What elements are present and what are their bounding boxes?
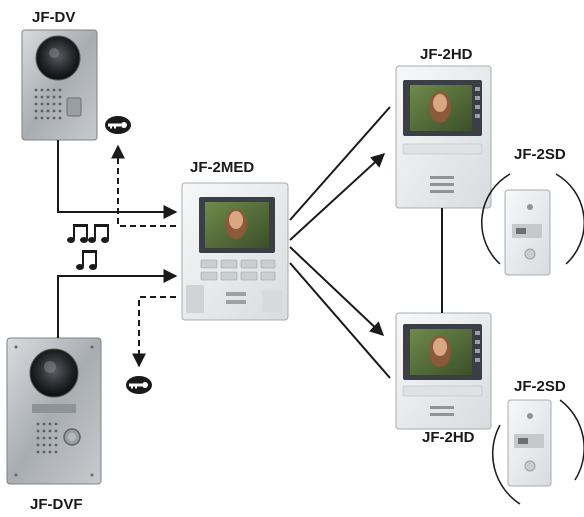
swing-arc [491,424,521,505]
control-buttons [200,259,276,281]
arrow-master-to-sub-top-2 [289,153,386,241]
swing-arc [555,173,584,265]
key-icon [105,116,131,134]
speaker-jf-2sd-top [481,173,584,276]
arrow-master-to-sub-top-1 [289,106,391,221]
swing-arc [481,173,511,265]
speaker-jf-2sd-bottom [491,399,584,505]
sub-station-jf-2hd-top [395,65,492,209]
music-note-icon [76,250,97,270]
dashed-arrow-to-key-bottom [132,296,176,368]
camera-lens-icon [29,348,79,398]
label-sub-station-top: JF-2HD [420,46,473,63]
arrow-door-bottom-to-master [57,269,178,338]
dashed-arrow-to-key-top [111,144,176,227]
connections [57,106,443,379]
camera-lens-icon [35,35,81,81]
sub-station-jf-2hd-bottom [395,312,492,430]
label-door-station-bottom: JF-DVF [30,496,83,513]
label-speaker-top: JF-2SD [514,146,566,163]
label-speaker-bottom: JF-2SD [514,378,566,395]
label-sub-station-bottom: JF-2HD [422,429,475,446]
call-button [66,97,82,117]
door-station-jf-dvf [6,337,102,485]
master-station-jf-2med [181,182,289,321]
label-master-station: JF-2MED [190,159,254,176]
speaker-grille [34,88,62,120]
double-music-note-icon [67,224,109,243]
arrow-door-top-to-master [57,140,178,219]
door-station-jf-dv [21,29,98,141]
arrow-master-to-sub-bottom-1 [289,246,385,336]
speaker-grille [36,422,58,454]
swing-arc [559,399,584,481]
label-door-station-top: JF-DV [32,9,75,26]
key-icon [126,376,152,394]
door-release-lines [111,144,176,368]
arrow-master-to-sub-bottom-2 [289,262,391,379]
